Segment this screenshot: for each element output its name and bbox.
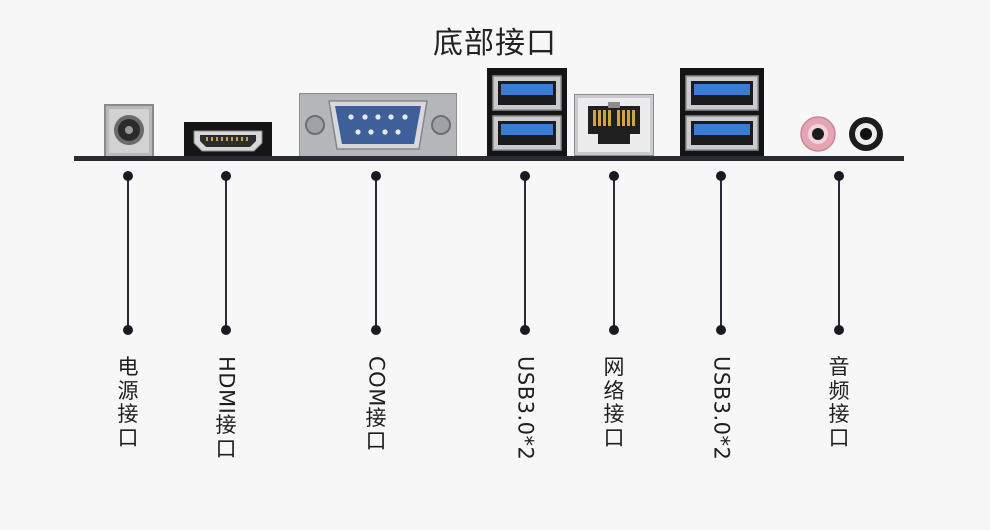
port-label-latin: COM xyxy=(364,356,389,407)
port-label-char: 音 xyxy=(828,355,850,379)
leader-line-lan xyxy=(609,171,619,335)
port-label-latin: USB3.0*2 xyxy=(709,356,734,461)
usb3-port-icon xyxy=(680,68,764,162)
rj45-port-icon xyxy=(573,93,655,160)
dc-power-jack-icon xyxy=(104,104,154,162)
port-label-com: COM 接 口 xyxy=(359,356,393,454)
port-label-usb-2: USB3.0*2 xyxy=(704,356,738,460)
port-label-power: 电 源 接 口 xyxy=(111,355,145,450)
diagram-title: 底部接口 xyxy=(433,26,557,61)
usb3-port-icon xyxy=(487,68,567,162)
port-label-hdmi: HDMI 接 口 xyxy=(209,356,243,461)
port-label-char: 源 xyxy=(117,378,139,403)
panel-baseline xyxy=(74,156,904,161)
port-label-char: 接 xyxy=(603,402,625,427)
leader-line-com xyxy=(371,171,381,335)
audio-jack-icon xyxy=(800,114,890,158)
port-label-char: 口 xyxy=(828,425,850,450)
port-label-char: 接 xyxy=(215,413,237,438)
leader-line-audio xyxy=(834,171,844,335)
port-label-char: 口 xyxy=(603,425,625,450)
hdmi-port-icon xyxy=(184,122,272,162)
port-label-char: 络 xyxy=(603,378,625,403)
leader-line-usb-2 xyxy=(716,171,726,335)
port-label-audio: 音 频 接 口 xyxy=(822,355,856,450)
leader-line-usb-1 xyxy=(520,171,530,335)
port-label-char: 接 xyxy=(365,405,387,430)
com-serial-port-icon xyxy=(298,92,458,161)
port-label-latin: USB3.0*2 xyxy=(513,356,538,461)
port-label-char: 口 xyxy=(117,425,139,450)
port-label-usb-1: USB3.0*2 xyxy=(508,356,542,460)
port-label-char: 接 xyxy=(117,402,139,427)
port-label-char: 接 xyxy=(828,402,850,427)
leader-line-power xyxy=(123,171,133,335)
port-label-char: 口 xyxy=(215,436,237,461)
port-label-char: 口 xyxy=(365,429,387,454)
port-label-char: 电 xyxy=(117,355,139,379)
port-label-lan: 网 络 接 口 xyxy=(597,355,631,450)
leader-line-hdmi xyxy=(221,171,231,335)
port-label-char: 网 xyxy=(603,355,625,379)
port-label-latin: HDMI xyxy=(214,356,239,415)
port-label-char: 频 xyxy=(828,378,850,403)
